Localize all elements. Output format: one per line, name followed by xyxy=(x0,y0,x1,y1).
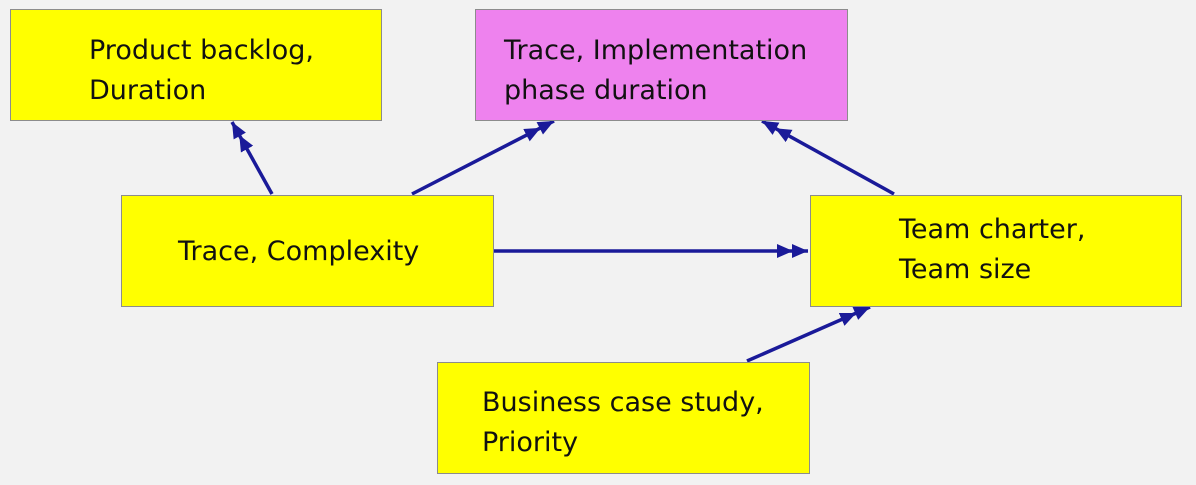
node-trace-complexity-line-1: Trace, Complexity xyxy=(178,236,420,267)
node-trace-implementation: Trace, Implementation phase duration xyxy=(475,9,848,121)
node-product-backlog: Product backlog, Duration xyxy=(10,9,382,121)
node-business-case-line-1: Business case study, xyxy=(482,387,764,418)
node-team-charter-line-2: Team size xyxy=(899,254,1032,285)
node-trace-complexity: Trace, Complexity xyxy=(121,195,494,307)
edge-complexity-to-backlog xyxy=(230,121,274,195)
node-product-backlog-line-2: Duration xyxy=(89,75,207,106)
node-product-backlog-line-1: Product backlog, xyxy=(89,35,315,66)
node-team-charter: Team charter, Team size xyxy=(810,195,1182,307)
edge-business-to-charter xyxy=(746,305,871,363)
node-business-case: Business case study, Priority xyxy=(437,362,810,474)
node-team-charter-line-1: Team charter, xyxy=(899,214,1086,245)
node-business-case-line-2: Priority xyxy=(482,427,579,458)
edge-charter-to-implementation xyxy=(761,119,895,196)
node-trace-implementation-line-2: phase duration xyxy=(504,75,708,106)
edge-complexity-to-implementation xyxy=(411,119,555,196)
node-trace-implementation-line-1: Trace, Implementation xyxy=(504,35,808,66)
